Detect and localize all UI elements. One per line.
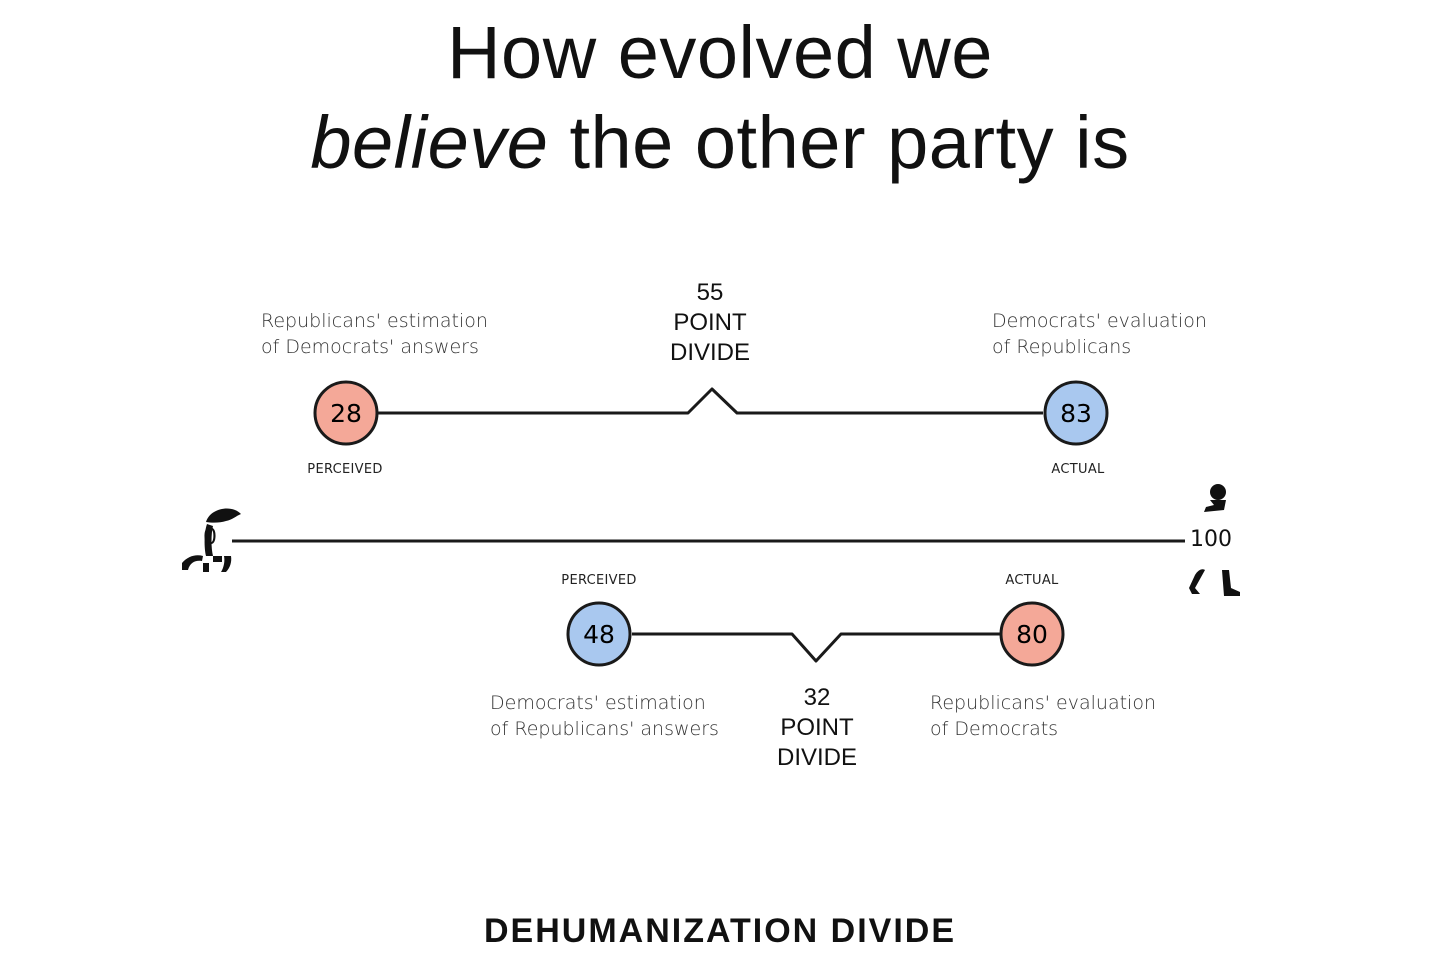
page-title: How evolved we believe the other party i… — [0, 8, 1440, 188]
bottom-divide-number: 32 — [803, 684, 831, 711]
title-rest: the other party is — [548, 101, 1130, 184]
bottom-right-label-line1: Republicans' evaluation — [930, 692, 1156, 714]
top-left-label-line2: of Democrats' answers — [261, 336, 479, 358]
bottom-divide-line3: DIVIDE — [776, 744, 857, 771]
top-right-tag: ACTUAL — [1051, 462, 1105, 477]
scale-min-label: 0 — [203, 525, 217, 550]
top-left-label: Republicans' estimation of Democrats' an… — [261, 308, 488, 360]
top-right-value: 83 — [1060, 399, 1092, 428]
bottom-right-tag: ACTUAL — [1005, 573, 1059, 588]
top-divide-number: 55 — [696, 279, 724, 306]
title-emphasis: believe — [310, 101, 549, 184]
top-left-label-line1: Republicans' estimation — [261, 310, 488, 332]
top-right-label-line1: Democrats' evaluation — [992, 310, 1207, 332]
title-line-1: How evolved we — [447, 11, 993, 94]
bottom-right-label: Republicans' evaluation of Democrats — [930, 690, 1156, 742]
top-divide-line2: POINT — [673, 309, 747, 336]
bottom-right-label-line2: of Democrats — [930, 718, 1059, 740]
bottom-right-value: 80 — [1016, 620, 1048, 649]
top-left-circle — [313, 380, 379, 446]
human-icon — [1189, 484, 1240, 596]
top-left-value: 28 — [330, 399, 362, 428]
top-connector — [378, 387, 1043, 415]
bottom-left-label: Democrats' estimation of Republicans' an… — [490, 690, 719, 742]
bottom-left-label-line2: of Republicans' answers — [490, 718, 719, 740]
top-right-label: Democrats' evaluation of Republicans — [992, 308, 1207, 360]
bottom-divide: 32 POINT DIVIDE — [747, 683, 887, 773]
bottom-left-circle — [566, 601, 632, 667]
top-right-label-line2: of Republicans — [992, 336, 1132, 358]
ape-icon — [182, 508, 241, 572]
top-divide-line3: DIVIDE — [669, 339, 750, 366]
bottom-right-circle — [999, 601, 1065, 667]
top-right-circle — [1043, 380, 1109, 446]
footer-title: DEHUMANIZATION DIVIDE — [483, 912, 957, 950]
bottom-divide-line2: POINT — [780, 714, 854, 741]
bottom-left-value: 48 — [583, 620, 615, 649]
scale-max-label: 100 — [1190, 527, 1232, 552]
bottom-connector — [632, 632, 1000, 663]
top-divide: 55 POINT DIVIDE — [640, 278, 780, 368]
bottom-left-label-line1: Democrats' estimation — [490, 692, 706, 714]
top-left-tag: PERCEIVED — [307, 462, 383, 477]
title-line-2: believe the other party is — [0, 98, 1440, 188]
bottom-left-tag: PERCEIVED — [561, 573, 637, 588]
